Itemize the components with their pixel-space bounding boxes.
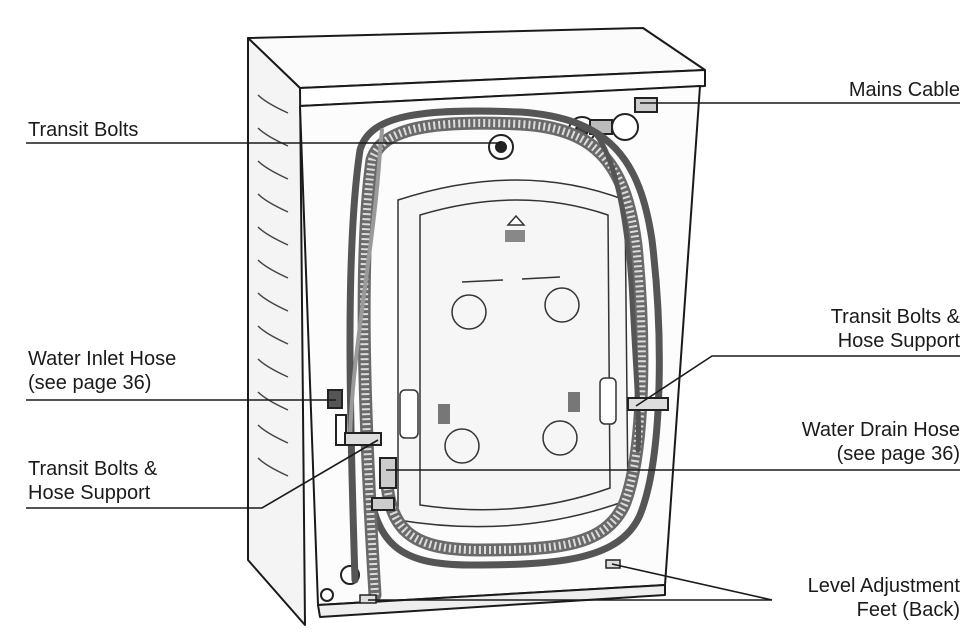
rear-cover [397, 179, 629, 528]
label-transit-bolts-hose-support-left: Transit Bolts & Hose Support [28, 457, 157, 505]
leader-transit-bolts-left [26, 439, 379, 509]
leader-transit-bolts-right [635, 355, 960, 407]
label-text-line-2: Hose Support [837, 330, 960, 352]
label-transit-bolts-hose-support-right: Transit Bolts & Hose Support [831, 305, 960, 353]
label-text-line-1: Transit Bolts & [830, 306, 960, 328]
label-text-line-2: Feet (Back) [856, 599, 960, 621]
label-text-line-2: Hose Support [28, 482, 151, 504]
right-hose-support [627, 397, 669, 411]
label-text-line-2: (see page 36) [836, 443, 960, 465]
label-text-line-1: Transit Bolts & [28, 458, 158, 480]
label-text-line-1: Level Adjustment [807, 575, 960, 597]
label-mains-cable: Mains Cable [849, 78, 960, 102]
inlet-hose-inner [348, 128, 384, 442]
label-transit-bolts-top: Transit Bolts [28, 118, 138, 142]
leader-lines [26, 102, 960, 601]
inlet-valve [327, 389, 397, 511]
leader-feet-2 [611, 563, 773, 601]
drain-hose-outer [346, 107, 663, 584]
label-text: Mains Cable [848, 79, 960, 101]
label-text-line-2: (see page 36) [28, 372, 152, 394]
transit-bolt-holes [320, 134, 514, 602]
label-text-line-1: Water Drain Hose [801, 419, 960, 441]
label-water-inlet-hose: Water Inlet Hose (see page 36) [28, 347, 176, 395]
label-text-line-1: Water Inlet Hose [28, 348, 177, 370]
mains-cable-connector [634, 97, 658, 113]
left-side-panel [247, 37, 306, 626]
label-water-drain-hose: Water Drain Hose (see page 36) [802, 418, 960, 466]
label-level-adjustment-feet: Level Adjustment Feet (Back) [808, 574, 960, 622]
label-text: Transit Bolts [28, 119, 139, 141]
